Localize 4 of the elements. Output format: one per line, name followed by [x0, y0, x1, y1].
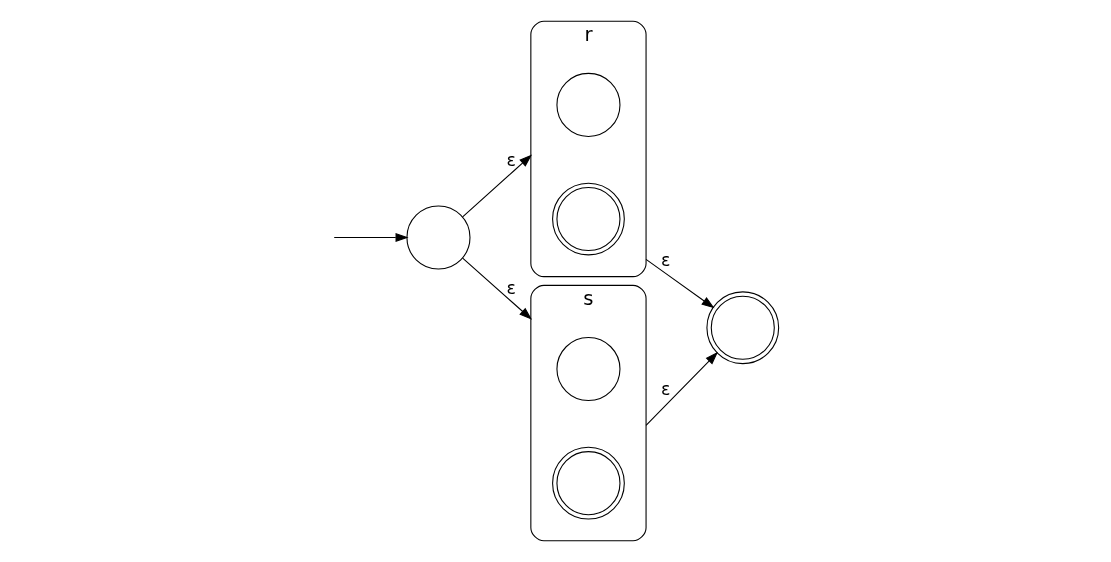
edge-label: ε [660, 378, 670, 399]
edge-label: ε [506, 149, 516, 170]
edge-label: ε [506, 277, 516, 298]
edge-label: ε [660, 249, 670, 270]
